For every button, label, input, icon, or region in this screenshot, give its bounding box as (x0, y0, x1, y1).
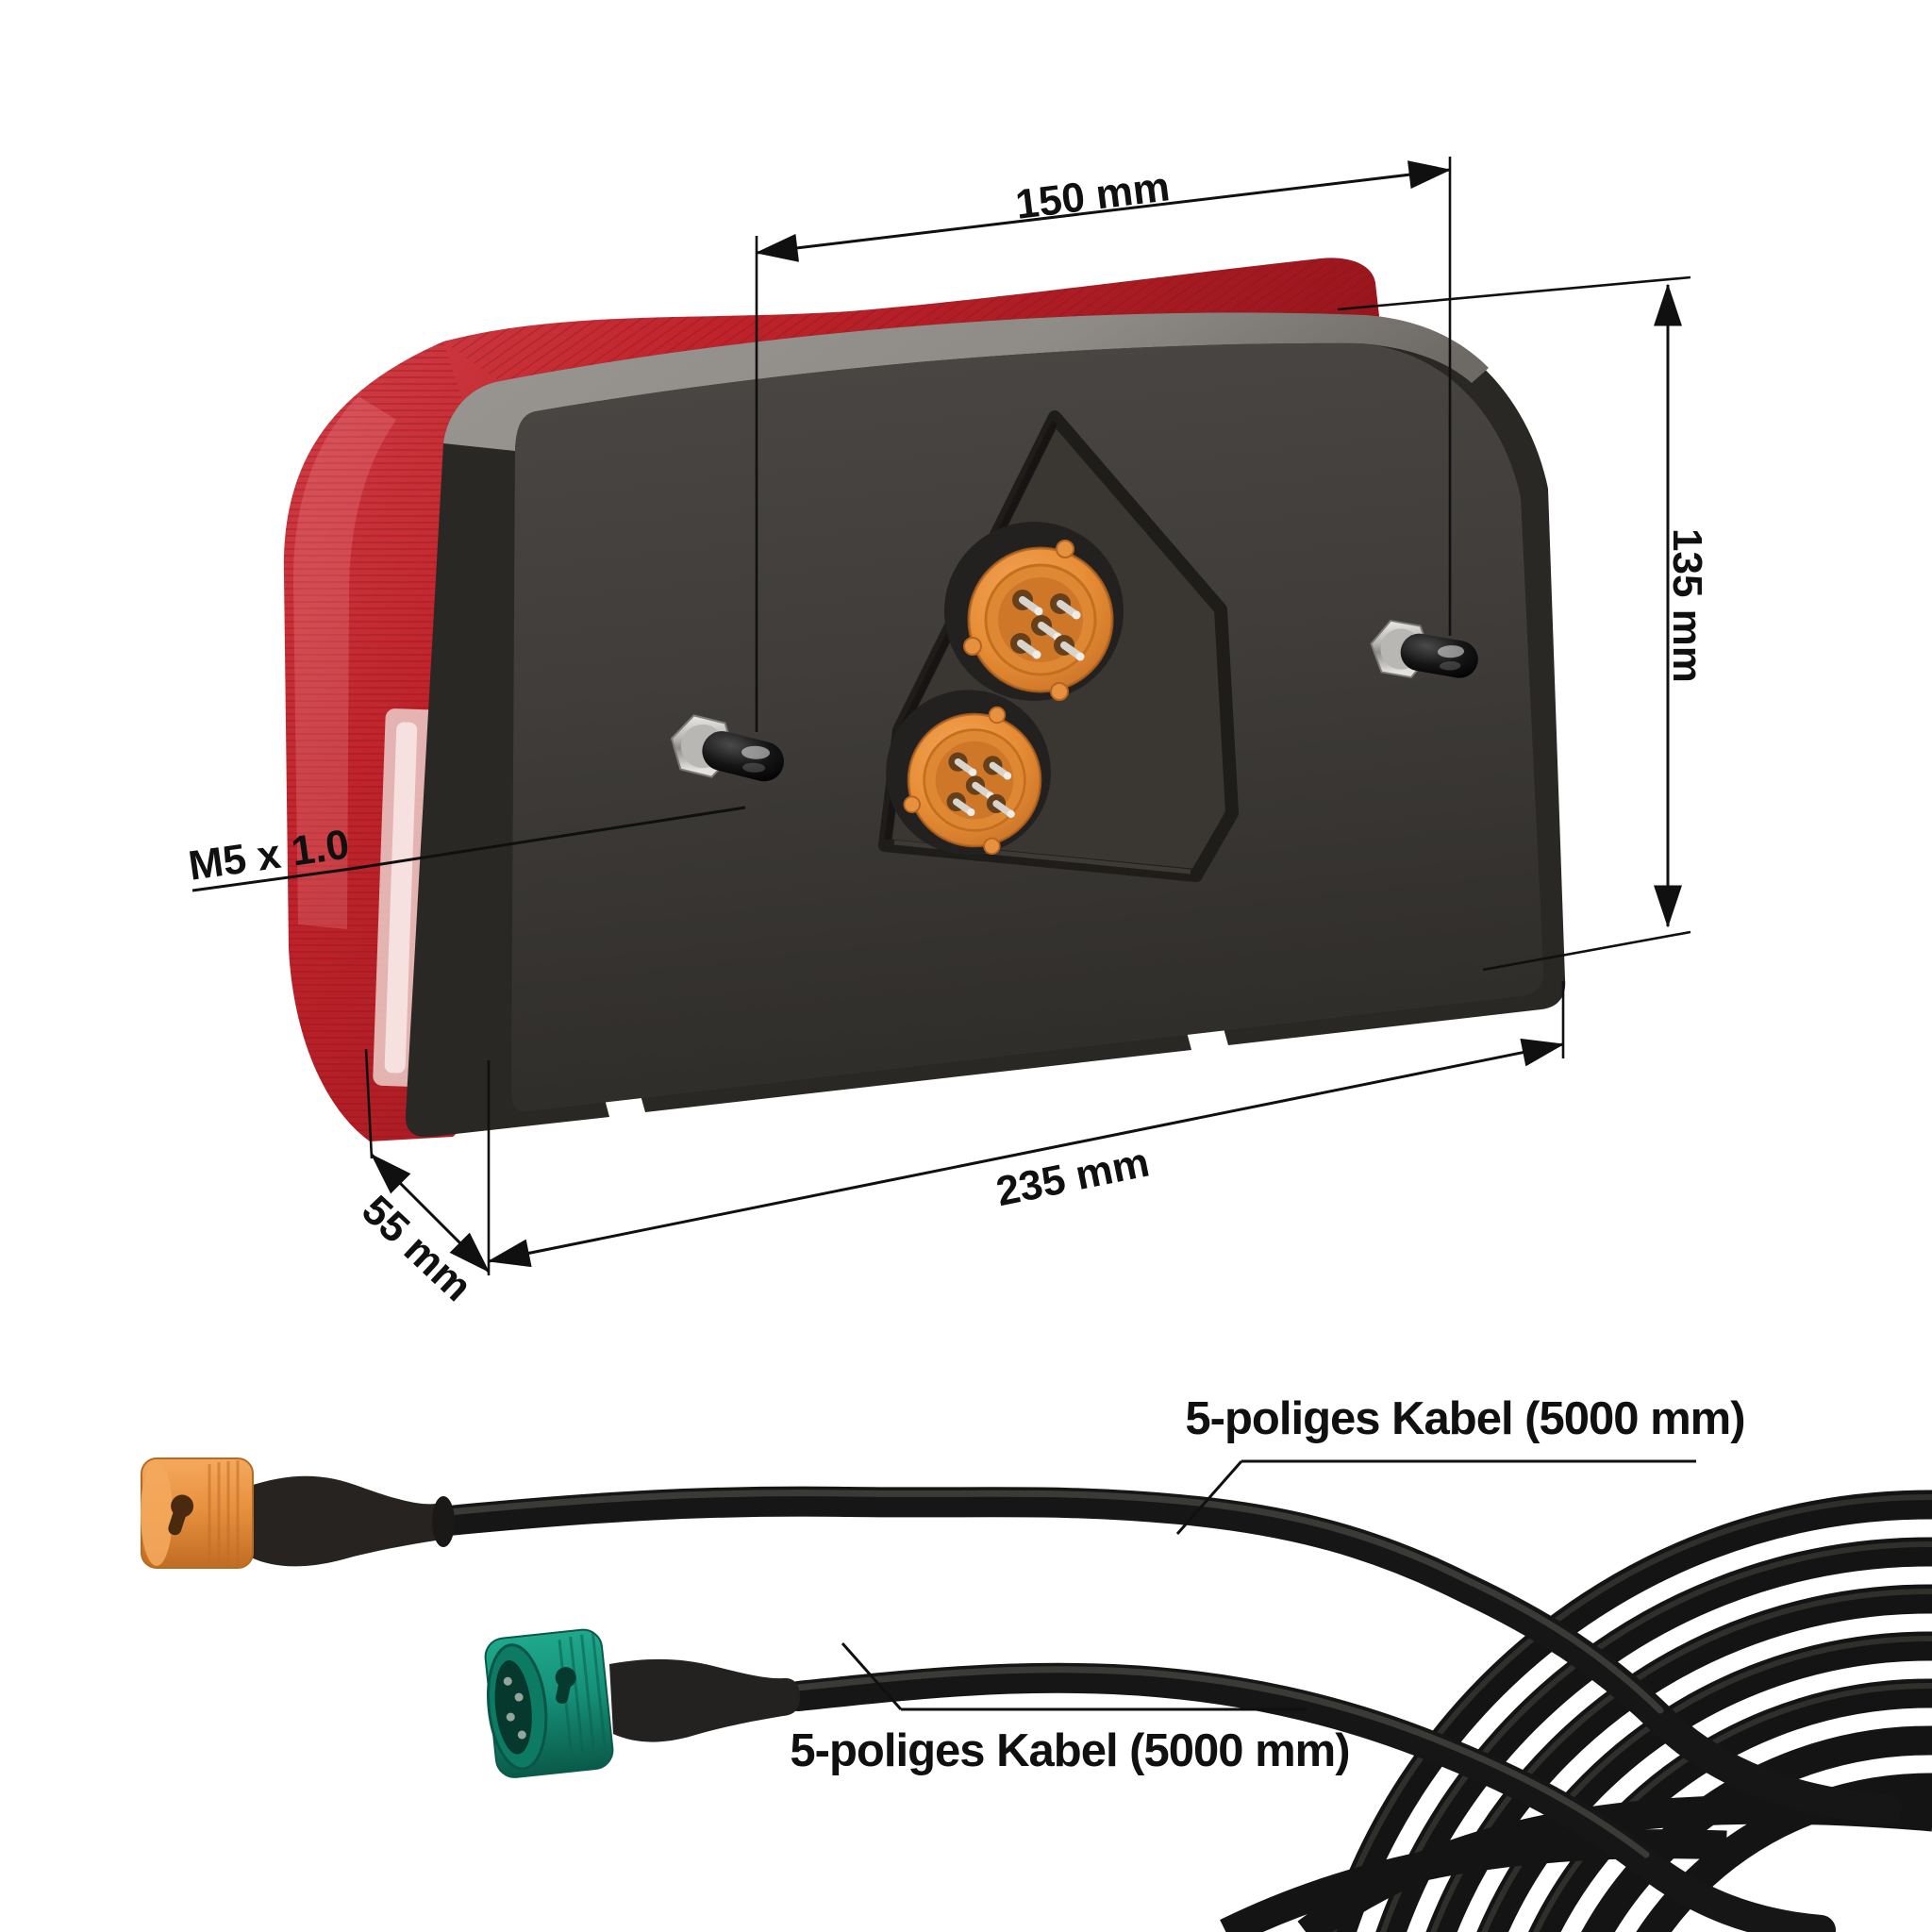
cable-boot (247, 1475, 451, 1567)
cable-coil (1220, 1490, 1932, 1932)
cable-section: 5-poliges Kabel (5000 mm) 5-poliges Kabe… (141, 1393, 1932, 1932)
cable-label-lower: 5-poliges Kabel (5000 mm) (790, 1642, 1351, 1776)
dimension-label-150mm: 150 mm (1013, 163, 1173, 228)
extension-line (1337, 275, 1691, 311)
dimension-height: 135 mm (1337, 275, 1710, 972)
keyhole-slot (555, 1667, 576, 1704)
dimension-label-235mm: 235 mm (992, 1139, 1153, 1215)
dimension-label-135mm: 135 mm (1664, 528, 1710, 683)
cable-assembly-orange (141, 1457, 1902, 1824)
callout-underline (192, 867, 352, 892)
cable-label-lower-text: 5-poliges Kabel (5000 mm) (790, 1725, 1349, 1776)
boot-flare (432, 1496, 455, 1547)
dimension-line (755, 160, 1452, 262)
cable-orange-wire (434, 1486, 1902, 1824)
label-leader (1175, 1460, 1243, 1535)
cable-label-upper: 5-poliges Kabel (5000 mm) (1175, 1393, 1746, 1535)
socket-plug-lower (886, 690, 1051, 855)
orange-connector (141, 1457, 254, 1569)
extension-line (1482, 930, 1691, 972)
tail-light (283, 258, 1566, 1141)
dimension-line (370, 1153, 491, 1274)
lens-top-ribs (443, 258, 1379, 381)
cable-boot (609, 1658, 800, 1742)
extension-line (364, 1048, 374, 1159)
socket-plug-upper (944, 522, 1124, 701)
green-connector (484, 1628, 614, 1778)
keyhole-slot (168, 1494, 194, 1536)
dimension-line (487, 1038, 1565, 1268)
cable-label-upper-text: 5-poliges Kabel (5000 mm) (1185, 1393, 1744, 1444)
lens-side-highlight (292, 396, 396, 929)
cable-assembly-green (484, 1628, 1836, 1932)
label-leader (841, 1642, 903, 1710)
cable-green-wire (783, 1662, 1836, 1932)
housing-top-wall (443, 312, 1489, 451)
dimension-label-55mm: 55 mm (353, 1187, 480, 1310)
callout-leader (350, 806, 746, 871)
